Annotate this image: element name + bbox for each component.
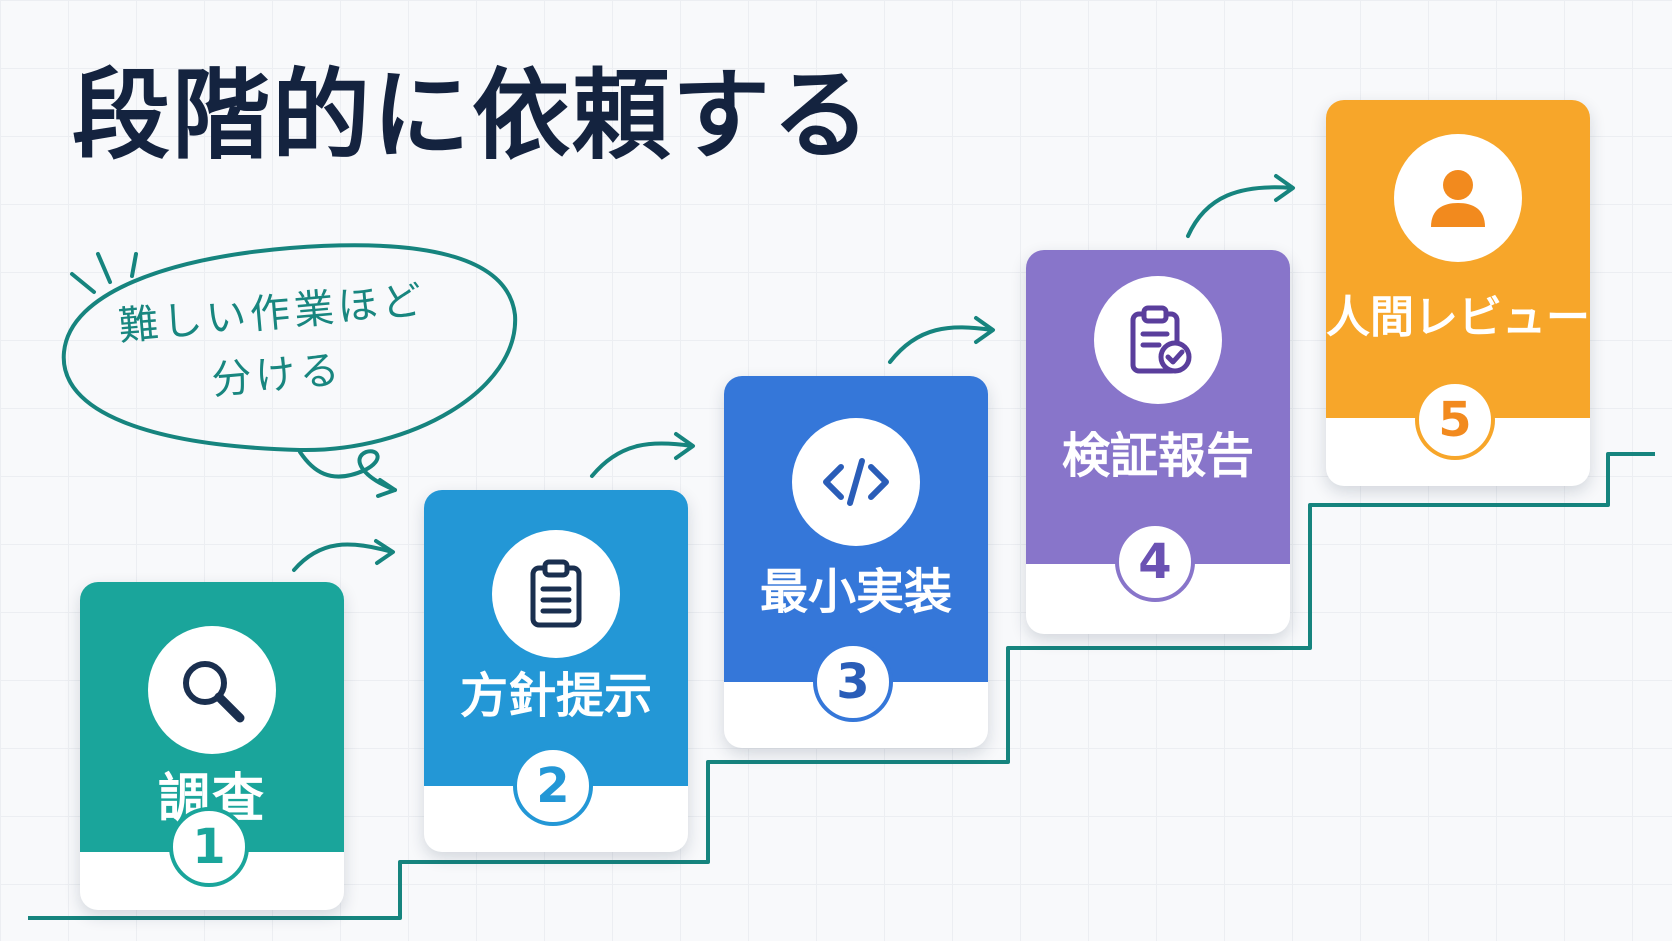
speech-bubble-outline — [61, 243, 518, 453]
arrow-1-2 — [292, 542, 394, 572]
step-3-number-badge: 3 — [813, 642, 893, 722]
step-2-label: 方針提示 — [459, 668, 652, 724]
step-5-label: 人間レビュー — [1326, 292, 1590, 343]
step-3-icon-badge — [792, 418, 920, 546]
page-title: 段階的に依頼する — [72, 59, 873, 173]
code-icon — [823, 458, 889, 506]
step-2-number-badge: 2 — [513, 746, 593, 826]
step-card-2-header: 方針提示 — [424, 490, 688, 786]
clipboard-icon — [530, 559, 582, 628]
arrow-4-5 — [1186, 185, 1294, 238]
arrow-3-4 — [888, 325, 994, 364]
step-2-icon-badge — [492, 530, 620, 658]
step-card-5-header: 人間レビュー — [1326, 100, 1590, 418]
step-card-3-header: 最小実装 — [724, 376, 988, 682]
step-5-number-badge: 5 — [1415, 380, 1495, 460]
step-card-1: 調査 1 — [80, 582, 344, 910]
step-4-label: 検証報告 — [1061, 428, 1254, 484]
speech-bubble-tail — [298, 449, 397, 492]
step-card-1-header: 調査 — [80, 582, 344, 852]
step-1-icon-badge — [148, 626, 276, 754]
staircase-line — [28, 452, 1655, 920]
step-arrows — [292, 174, 1295, 572]
person-icon — [1431, 170, 1485, 227]
step-1-number-badge: 1 — [169, 807, 249, 887]
clipboard-check-icon — [1130, 305, 1192, 374]
search-icon — [183, 661, 245, 723]
emphasis-marks — [70, 252, 138, 294]
step-card-5: 人間レビュー 5 — [1326, 100, 1590, 486]
arrow-2-3 — [590, 441, 694, 478]
step-card-2: 方針提示 2 — [424, 490, 688, 852]
step-5-icon-badge — [1394, 134, 1522, 262]
step-card-4-header: 検証報告 — [1026, 250, 1290, 564]
step-4-number-badge: 4 — [1115, 522, 1195, 602]
step-card-4: 検証報告 4 — [1026, 250, 1290, 634]
step-card-3: 最小実装 3 — [724, 376, 988, 748]
step-4-icon-badge — [1094, 276, 1222, 404]
step-3-label: 最小実装 — [759, 564, 952, 620]
